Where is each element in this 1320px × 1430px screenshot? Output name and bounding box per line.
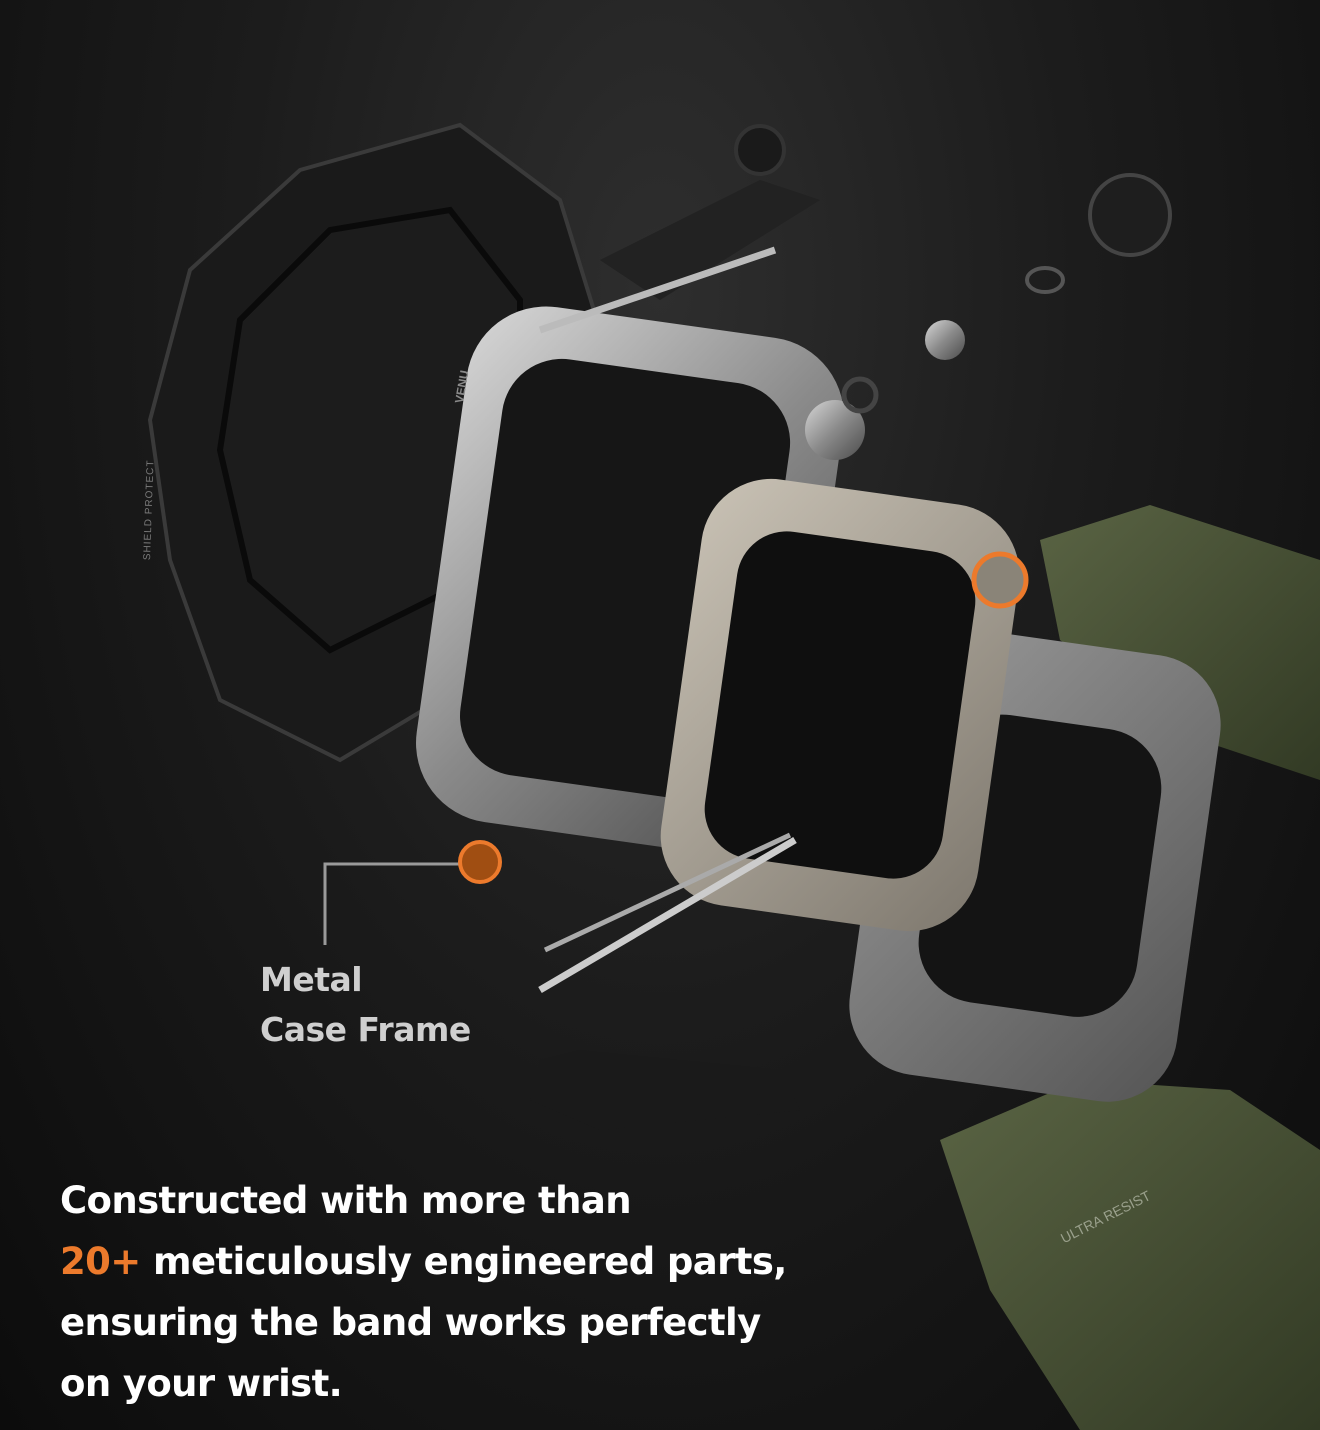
caption-line-4: on your wrist. (60, 1362, 343, 1405)
caption-line-3: ensuring the band works perfectly (60, 1301, 761, 1344)
callout-marker (458, 840, 502, 884)
callout-leader-line (323, 862, 462, 945)
band-bottom (940, 1080, 1320, 1430)
caption-line-2-rest: meticulously engineered parts, (140, 1240, 787, 1283)
callout-line-2: Case Frame (260, 1010, 471, 1049)
callout-label: Metal Case Frame (260, 955, 471, 1055)
parts-count-highlight: 20+ (60, 1240, 141, 1283)
caption-line-1: Constructed with more than (60, 1179, 632, 1222)
callout-line-1: Metal (260, 960, 363, 999)
caption-line-2: 20+ meticulously engineered parts, (60, 1231, 787, 1292)
caption-text: Constructed with more than 20+ meticulou… (60, 1170, 787, 1414)
band-top (1040, 505, 1320, 780)
